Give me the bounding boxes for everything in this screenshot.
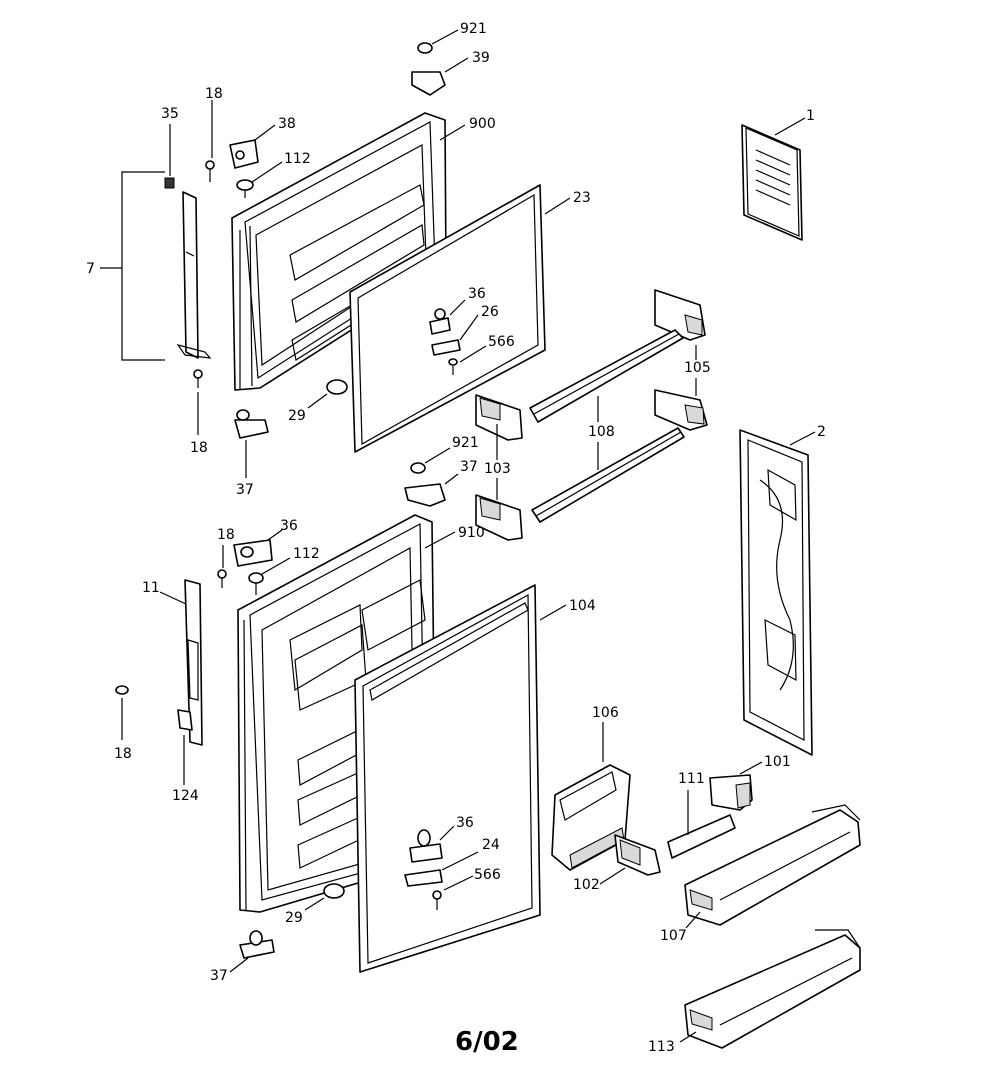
part-11-handle [159,579,203,746]
label-106: 106 [592,705,619,721]
part-921-plug [417,29,459,54]
label-35: 35 [161,106,179,122]
part-101-dairy-end [709,761,763,811]
label-103: 103 [484,461,511,477]
label-107: 107 [660,928,687,944]
part-18-screw-top [205,100,215,182]
label-18-lower: 18 [217,527,235,543]
part-18-screw-side [115,685,129,740]
part-labels: 921 39 18 35 38 900 112 1 23 7 36 26 566… [86,21,826,1057]
label-29-lower: 29 [285,910,303,926]
label-921-mid: 921 [452,435,479,451]
part-37-hinge-upper [404,473,459,507]
label-18-mid: 18 [190,440,208,456]
part-7-handle-assembly [100,171,212,361]
label-18-top: 18 [205,86,223,102]
label-101: 101 [764,754,791,770]
footer-date: 6/02 [455,1027,519,1057]
label-124: 124 [172,788,199,804]
part-111-dairy-rail [667,790,736,859]
label-37-upper: 37 [460,459,478,475]
label-111: 111 [678,771,705,787]
label-23: 23 [573,190,591,206]
part-39-hinge-cap [411,57,469,96]
part-2-side-panel [739,429,816,756]
label-37-lowest: 37 [210,968,228,984]
part-103-shelf-end-lower [475,424,523,541]
label-36-top: 36 [468,286,486,302]
label-566-top: 566 [488,334,515,350]
part-103-shelf-end-upper [475,394,523,441]
label-2: 2 [817,424,826,440]
label-921-top: 921 [460,21,487,37]
label-566-lower: 566 [474,867,501,883]
label-112-top: 112 [284,151,311,167]
part-35-plug [164,124,175,189]
part-104-lines [539,604,567,621]
label-29-top: 29 [288,408,306,424]
label-7: 7 [86,261,95,277]
label-26: 26 [481,304,499,320]
part-112-bushing-lower [248,557,291,595]
label-38: 38 [278,116,296,132]
part-105-shelf-end-upper [654,289,706,360]
label-910: 910 [458,525,485,541]
label-113: 113 [648,1039,675,1055]
label-39: 39 [472,50,490,66]
part-1-literature [741,117,806,241]
part-102-dairy-end-left [599,834,661,885]
part-36-26-566-top [429,299,487,375]
part-18-screw-mid [193,369,203,435]
fresh-food-door-gasket [354,584,541,973]
part-37-hinge-lowest [229,930,275,973]
label-900: 900 [469,116,496,132]
part-36-hinge-mid [233,529,283,567]
part-900-lines [439,124,466,141]
label-24: 24 [482,837,500,853]
part-38-hinge [229,124,276,169]
label-104: 104 [569,598,596,614]
part-36-24-566-lower [404,825,479,910]
label-18-side: 18 [114,746,132,762]
part-910-lines [424,531,456,549]
label-36-lower: 36 [456,815,474,831]
part-18-screw-lower [217,545,227,588]
label-37-left: 37 [236,482,254,498]
part-108-shelf-rail-lower [531,396,685,523]
freezer-door-outer [231,112,447,391]
part-113-door-bin [679,929,861,1049]
part-107-door-bin [684,804,861,929]
part-921-plug-lower [410,447,451,474]
part-23-lines [544,197,571,215]
label-112-lower: 112 [293,546,320,562]
label-1: 1 [806,108,815,124]
label-36-mid: 36 [280,518,298,534]
part-124-bracket [177,709,193,785]
label-11: 11 [142,580,160,596]
part-29-stop [307,379,348,409]
label-105: 105 [684,360,711,376]
part-105-shelf-end-lower [654,378,708,431]
part-108-shelf-rail-upper [529,329,684,423]
part-37-hinge-bottom [234,409,269,478]
label-108: 108 [588,424,615,440]
label-102: 102 [573,877,600,893]
part-112-bushing-top [236,161,283,198]
part-29-stop-lower [304,883,345,911]
